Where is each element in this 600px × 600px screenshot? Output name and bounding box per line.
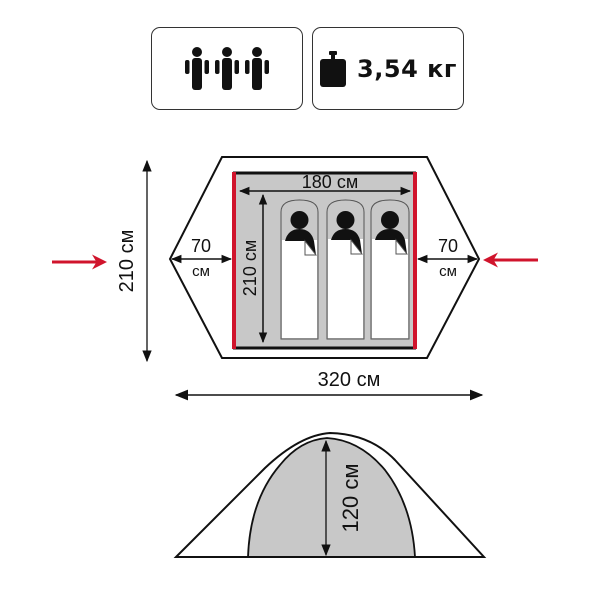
sleeping-bag-1 (280, 199, 319, 340)
weight-icon (320, 50, 347, 87)
side-view-inner (247, 437, 416, 558)
sleeping-bag-3 (370, 199, 410, 340)
right-vestibule-unit: см (439, 263, 457, 280)
side-view: 120 см (173, 431, 487, 558)
left-vestibule-value: 70 (191, 236, 211, 256)
left-vestibule-unit: см (192, 263, 210, 280)
three-people-icon (185, 46, 269, 90)
capacity-box (151, 27, 303, 110)
inner-depth-label: 210 см (240, 240, 260, 296)
total-depth-label: 210 см (116, 230, 138, 293)
height-label: 120 см (338, 464, 363, 533)
weight-box: 3,54 кг (312, 27, 464, 110)
weight-value: 3,54 кг (357, 54, 457, 83)
right-vestibule-value: 70 (438, 236, 458, 256)
sleeping-bag-2 (326, 199, 365, 340)
sleeping-bags (280, 199, 410, 340)
inner-width-label: 180 см (302, 172, 358, 192)
total-width-label: 320 см (318, 369, 381, 391)
